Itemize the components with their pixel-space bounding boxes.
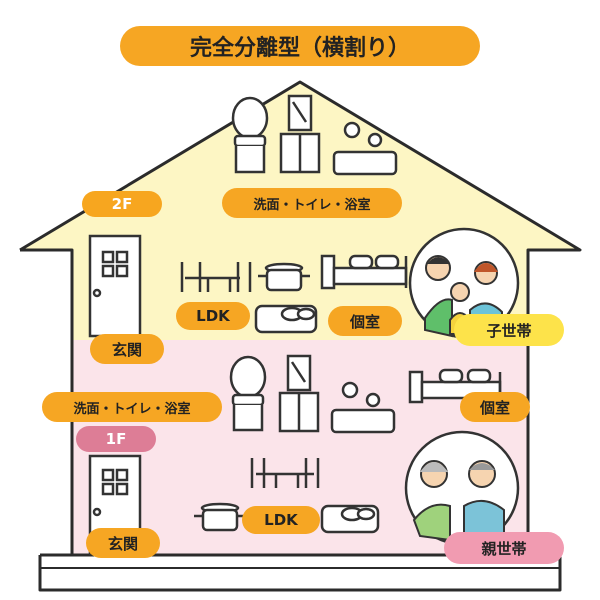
family-portrait-icon-lower	[404, 430, 520, 546]
sofa-icon-lower	[320, 504, 380, 534]
vanity-mirror-icon	[279, 94, 321, 174]
vanity-mirror-icon-lower	[278, 354, 320, 433]
room-label-lower: 個室	[460, 392, 530, 422]
ldk-label-lower: LDK	[242, 506, 320, 534]
bathtub-icon-lower	[330, 381, 396, 434]
room-label-upper: 個室	[328, 306, 402, 336]
bath-label-upper: 洗面・トイレ・浴室	[222, 188, 402, 218]
ldk-label-upper: LDK	[176, 302, 250, 330]
family-badge-children: 子世帯	[454, 314, 564, 346]
pot-icon-lower	[194, 502, 246, 532]
entrance-label-lower: 玄関	[86, 528, 160, 558]
family-badge-parents: 親世帯	[444, 532, 564, 564]
bed-icon-upper	[320, 254, 408, 290]
entrance-label-upper: 玄関	[90, 334, 164, 364]
bathtub-icon	[332, 121, 398, 176]
bath-label-lower: 洗面・トイレ・浴室	[42, 392, 222, 422]
toilet-icon-lower	[229, 355, 267, 432]
dining-set-icon-upper	[180, 262, 252, 292]
toilet-icon	[231, 96, 269, 174]
floor-tag-1f: 1F	[76, 426, 156, 452]
floor-tag-2f: 2F	[82, 191, 162, 217]
door-icon-upper	[88, 234, 142, 338]
sofa-icon-upper	[254, 304, 318, 334]
pot-icon-upper	[258, 262, 310, 292]
dining-set-icon-lower	[250, 458, 320, 488]
diagram-title: 完全分離型（横割り）	[120, 26, 480, 66]
